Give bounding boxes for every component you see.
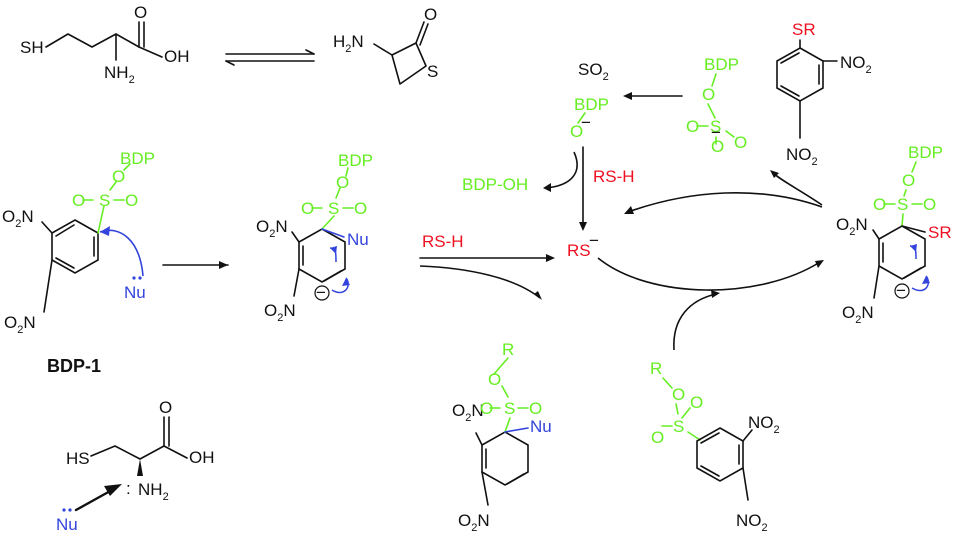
homocysteine: SH O OH NH2 <box>20 3 190 86</box>
meisenheimer-complex-sr: BDP O S O O SR O2N O2N − <box>836 143 952 326</box>
alkyl-r: R <box>502 340 514 359</box>
homocysteine-thiolactone: H2N O S <box>333 5 438 85</box>
thioether-product: SR NO2 NO2 <box>776 20 872 168</box>
nitro-group: NO2 <box>736 511 768 534</box>
sulfonate-o: O <box>72 191 85 210</box>
hs-label: SH <box>20 38 44 57</box>
negative-charge: − <box>711 123 721 142</box>
ester-o: O <box>702 85 715 104</box>
sulfonate-s: S <box>328 199 339 218</box>
nh2-label: NH2 <box>104 63 135 86</box>
sulfonate-s: S <box>99 191 110 210</box>
sulfonate-o: O <box>873 195 886 214</box>
cysteine: HS O OH : NH2 Nu <box>56 398 215 534</box>
nitro-group: O2N <box>836 215 868 238</box>
nitro-group: O2N <box>452 401 484 424</box>
thiol-attack-arrows: RS-H <box>419 232 555 300</box>
nitro-group: NO2 <box>748 413 780 436</box>
bdp-label: BDP <box>338 151 373 170</box>
sulfonate-s: S <box>504 399 515 418</box>
nucleophile-label: Nu <box>56 515 78 534</box>
bdp-label: BDP <box>120 149 155 168</box>
bdp-label: BDP <box>704 55 739 74</box>
bdp-label: BDP <box>908 143 943 162</box>
sulfite-o: O <box>686 117 699 136</box>
nitro-group: NO2 <box>786 145 818 168</box>
sulfonate-o: O <box>354 199 367 218</box>
oh-label: OH <box>189 448 215 467</box>
thiolate-label: RS <box>567 241 591 260</box>
nitro-group: O2N <box>264 301 296 324</box>
compound-label-bdp1: BDP-1 <box>47 356 101 376</box>
thiolate: RS − <box>567 231 599 260</box>
nitro-group: O2N <box>458 511 490 534</box>
ester-o: O <box>336 173 349 192</box>
h2n-label: H2N <box>333 32 364 55</box>
sulfonate-o: O <box>923 195 936 214</box>
nucleophile-label: Nu <box>347 230 369 249</box>
sulfite-o: O <box>734 133 747 152</box>
ester-o: O <box>112 167 125 186</box>
sulfonate-o: O <box>529 399 542 418</box>
nitro-group: NO2 <box>840 53 872 76</box>
thiol-label: RS-H <box>422 232 464 251</box>
sulfonate-o: O <box>125 191 138 210</box>
bdp-oh-label: BDP-OH <box>462 175 528 194</box>
equilibrium-arrows <box>225 49 315 66</box>
thioether-sr: SR <box>928 223 952 242</box>
ester-o: O <box>488 370 501 389</box>
sulfite-s: S <box>710 117 721 136</box>
nitro-group: O2N <box>4 313 36 336</box>
nu-adduct-product: O2N O2N S O O O R Nu <box>452 340 552 534</box>
sulfite-o: O <box>711 137 724 156</box>
nucleophile-label: Nu <box>530 417 552 436</box>
bdp-sulfite-anion: BDP O S O O O − <box>686 55 747 156</box>
sulfonate-o: O <box>690 393 703 412</box>
thioether-sr: SR <box>792 20 816 39</box>
cycle-arrows <box>597 170 824 351</box>
negative-charge: − <box>896 281 906 300</box>
phenolate-o: O <box>570 122 583 141</box>
nucleophile-label: Nu <box>124 283 146 302</box>
sulfonate-cleavage: SO2 BDP O − BDP-OH RS-H <box>462 60 683 231</box>
reaction-arrow <box>162 261 229 269</box>
bdp-1-molecule: O2N O2N S O O O BDP Nu BDP-1 <box>2 149 155 376</box>
sulfonate-o: O <box>480 399 493 418</box>
negative-charge: − <box>589 231 599 250</box>
ester-o: O <box>902 171 915 190</box>
bdp-label: BDP <box>574 95 609 114</box>
ring-s: S <box>427 62 438 81</box>
oh-label: OH <box>164 47 190 66</box>
sulfur-dioxide: SO2 <box>578 60 609 83</box>
negative-charge: − <box>581 113 591 132</box>
alkyl-dinitrobenzenesulfonate: R O S O O NO2 NO2 <box>650 359 780 534</box>
nitro-group: O2N <box>842 303 874 326</box>
sulfonate-o: O <box>301 199 314 218</box>
sulfonate-o: O <box>651 428 664 447</box>
nitro-group: O2N <box>2 207 34 230</box>
alkyl-r: R <box>650 359 662 378</box>
nitro-group: O2N <box>256 217 288 240</box>
carbonyl-o: O <box>159 398 172 417</box>
carbonyl-o: O <box>134 3 147 22</box>
ester-o: O <box>672 385 685 404</box>
thiol-label: RS-H <box>593 167 635 186</box>
lone-pair: : <box>126 479 131 498</box>
negative-charge: − <box>316 283 326 302</box>
sulfonate-s: S <box>897 195 908 214</box>
nh2-label: NH2 <box>138 480 169 503</box>
sulfonate-s: S <box>673 417 684 436</box>
meisenheimer-complex-nu: O2N O2N S O O O BDP Nu − <box>256 151 373 324</box>
lactone-o: O <box>424 5 437 24</box>
hs-label: HS <box>66 449 90 468</box>
